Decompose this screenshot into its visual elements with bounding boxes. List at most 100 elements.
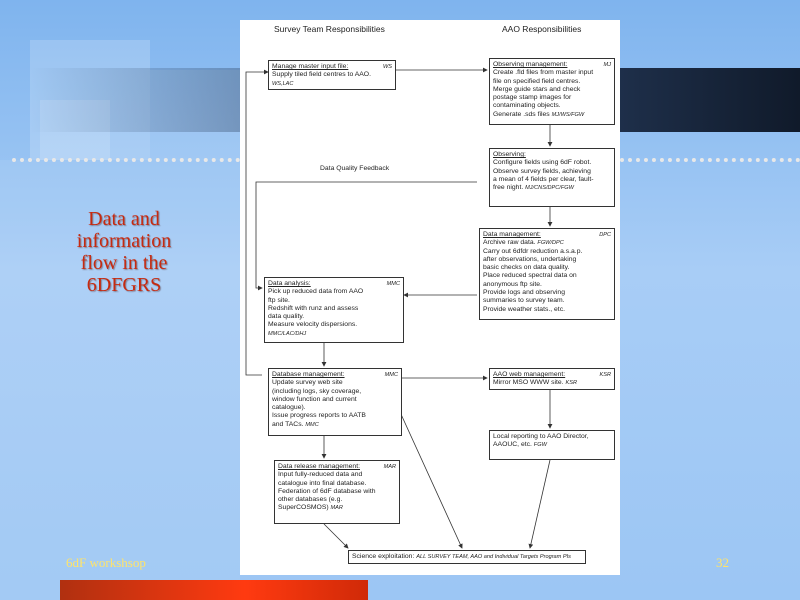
box-line: Issue progress reports to AATB <box>272 412 366 420</box>
box-line: Input fully-reduced data and <box>278 471 363 479</box>
box-owner: DPC <box>599 232 611 238</box>
box-local-reporting: Local reporting to AAO Director, AAOUC, … <box>489 430 615 460</box>
box-line: free night. MJ/CNS/DPC/FGW <box>493 184 611 192</box>
arrow-feedback-loop <box>245 69 269 376</box>
box-heading: Data analysis: <box>268 280 311 287</box>
box-line: Place reduced spectral data on <box>483 272 577 280</box>
box-line: Pick up reduced data from AAO <box>268 288 364 296</box>
box-heading: AAO web management: <box>493 371 566 378</box>
box-owner: WS <box>382 64 392 70</box>
box-line: SuperCOSMOS) MAR <box>278 504 396 512</box>
box-line: catalogue). <box>272 404 306 412</box>
box-heading: Local reporting to AAO Director, <box>493 433 589 440</box>
box-line-text: Archive raw data. <box>483 239 536 247</box>
header-band-right <box>620 68 800 132</box>
box-line: Merge guide stars and check <box>493 85 581 93</box>
box-line: MMC/LAC/DHJ <box>268 330 307 337</box>
box-owner: MMC <box>386 281 400 287</box>
background-tile <box>30 40 150 160</box>
background-tile <box>150 70 240 160</box>
arrow-release-to-science <box>323 523 349 549</box>
box-line: Federation of 6dF database with <box>278 487 376 495</box>
box-line: Carry out 6dfdr reduction a.s.a.p. <box>483 247 583 255</box>
diagram-arrows <box>245 67 553 549</box>
box-data-release-management: MAR Data release management: Input fully… <box>274 460 400 524</box>
box-heading: Data management: <box>483 231 541 238</box>
box-master-input: WS Manage master input file: Supply tile… <box>268 60 396 90</box>
box-owner-tag: FGW <box>533 442 547 449</box>
box-heading: Database management: <box>272 371 345 378</box>
box-line: Observe survey fields, achieving <box>493 167 591 175</box>
slide-title-line: information <box>76 230 172 252</box>
box-line: catalogue into final database. <box>278 479 367 487</box>
box-line: Create .fld files from master input <box>493 69 594 77</box>
footer-accent-bar <box>60 580 368 600</box>
box-heading: Science exploitation: <box>352 553 415 560</box>
background-tile <box>40 100 110 160</box>
box-heading: Observing: <box>493 151 526 158</box>
box-owner-tag: MJ/WS/FGW <box>551 111 585 118</box>
box-heading: Data release management: <box>278 463 360 470</box>
box-owner: MAR <box>383 464 396 470</box>
box-line: contaminating objects. <box>493 102 561 110</box>
box-data-analysis: MMC Data analysis: Pick up reduced data … <box>264 277 404 343</box>
slide-title-line: Data and <box>88 208 160 230</box>
box-line: (including logs, sky coverage, <box>272 387 362 395</box>
box-line-text: Mirror MSO WWW site. <box>493 379 564 387</box>
dotted-divider-right <box>620 158 800 162</box>
box-owner-tag: ALL SURVEY TEAM, AAO and Individual Targ… <box>416 554 571 560</box>
box-line: anonymous ftp site. <box>483 280 542 288</box>
box-owner-tag: FGW/DPC <box>537 240 564 247</box>
background-tile <box>0 160 240 600</box>
box-line: Measure velocity dispersions. <box>268 321 358 329</box>
box-line-text: SuperCOSMOS) <box>278 504 329 512</box>
box-aao-web-management: KSR AAO web management: Mirror MSO WWW s… <box>489 368 615 390</box>
box-database-management: MMC Database management: Update survey w… <box>268 368 402 436</box>
box-heading: Observing management: <box>493 61 568 68</box>
header-survey-team: Survey Team Responsibilities <box>274 24 385 34</box>
slide-title-line: 6DFGRS <box>86 274 162 296</box>
box-line: Provide logs and observing <box>483 289 565 297</box>
box-owner-tag: MJ/CNS/DPC/FGW <box>525 185 574 192</box>
box-line: after observations, undertaking <box>483 255 577 263</box>
box-line: summaries to survey team. <box>483 297 565 305</box>
box-line: other databases (e.g. <box>278 496 343 504</box>
box-line: Generate .sds files MJ/WS/FGW <box>493 111 611 119</box>
box-line: WS,LAC <box>272 80 294 87</box>
box-line: Archive raw data. FGW/DPC <box>483 239 611 247</box>
flow-diagram: Survey Team Responsibilities AAO Respons… <box>240 20 620 575</box>
box-owner-tag: KSR <box>565 380 578 387</box>
box-line: postage stamp images for <box>493 94 572 102</box>
arrow-data-quality-feedback <box>255 181 477 291</box>
box-line: and TACs. MMC <box>272 421 398 429</box>
box-owner: MJ <box>603 62 611 68</box>
box-line: window function and current <box>272 395 357 403</box>
box-line: data quality. <box>268 313 305 321</box>
box-line: Mirror MSO WWW site. KSR <box>493 379 611 387</box>
arrow-database-to-science <box>399 411 463 549</box>
header-aao: AAO Responsibilities <box>502 24 582 34</box>
box-line: a mean of 4 fields per clear, fault- <box>493 175 594 183</box>
slide-title: Data and information flow in the 6DFGRS <box>60 208 188 296</box>
box-line: AAOUC, etc. FGW <box>493 441 611 449</box>
header-band-left <box>30 68 240 132</box>
box-line: Redshift with runz and assess <box>268 304 359 312</box>
box-line-text: free night. <box>493 184 524 192</box>
box-line: basic checks on data quality. <box>483 264 570 272</box>
box-observing-management: MJ Observing management: Create .fld fil… <box>489 58 615 125</box>
box-line-text: Generate .sds files <box>493 110 550 118</box>
box-line-text: AAOUC, etc. <box>493 441 532 449</box>
box-owner-tag: MMC <box>305 421 319 428</box>
box-data-management: DPC Data management: Archive raw data. F… <box>479 228 615 320</box>
slide-number: 32 <box>716 555 729 570</box>
feedback-label: Data Quality Feedback <box>320 165 390 172</box>
box-line: Update survey web site <box>272 379 343 387</box>
box-science-exploitation: Science exploitation: ALL SURVEY TEAM, A… <box>348 550 586 564</box>
footer-event-name: 6dF workshsop <box>66 555 146 570</box>
box-line: Science exploitation: ALL SURVEY TEAM, A… <box>352 553 582 561</box>
box-line-text: and TACs. <box>272 420 304 428</box>
box-line: Supply tiled field centres to AAO. <box>272 71 371 79</box>
box-line: Provide weather stats., etc. <box>483 305 565 313</box>
box-owner-tag: MAR <box>330 505 343 512</box>
box-line: Configure fields using 6dF robot. <box>493 159 592 167</box>
